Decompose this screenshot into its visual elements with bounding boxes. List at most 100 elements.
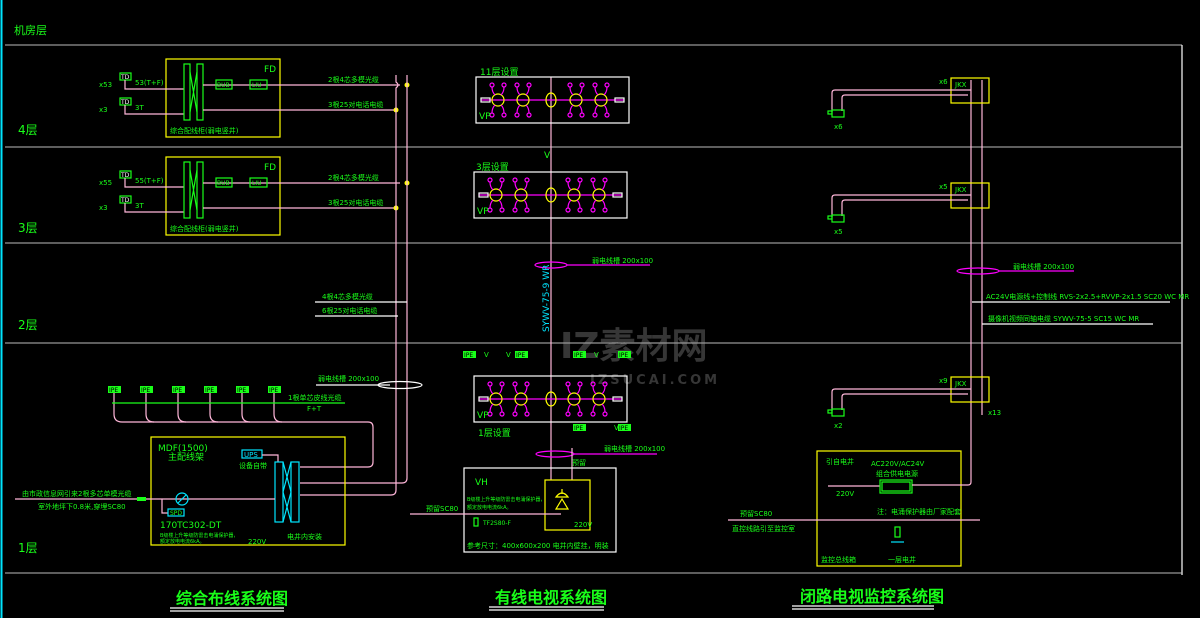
terminator-icon — [614, 97, 625, 103]
ip-trunk-cable — [122, 421, 374, 468]
jkx-label: JKX — [954, 186, 967, 194]
floor-label-3: 3层 — [18, 221, 38, 235]
terminator-icon — [478, 396, 489, 402]
outlet-spec: 55(T+F) — [135, 177, 164, 185]
tap-line — [523, 403, 528, 413]
vp-label: VP — [479, 112, 491, 122]
ip-drop-cable — [113, 393, 123, 423]
camera-cable — [841, 94, 968, 111]
splice-slash — [177, 494, 187, 504]
tap-line — [500, 86, 505, 96]
patch-cross — [189, 71, 198, 113]
outlet-icon — [590, 381, 596, 387]
tap-line — [514, 181, 519, 191]
amplifier-node — [545, 391, 557, 407]
outlet-icon — [567, 112, 573, 118]
outlet-icon — [514, 112, 520, 118]
outlet-icon — [579, 112, 585, 118]
outlet-icon — [602, 411, 608, 417]
tap-line — [491, 86, 496, 96]
tap-line — [603, 104, 608, 114]
camera-cable — [831, 89, 971, 112]
ip-drop-cable — [145, 393, 155, 423]
camera-lens-icon — [827, 215, 833, 220]
outlet-cable — [124, 203, 184, 213]
outlet-icon — [524, 381, 530, 387]
camera-icon — [831, 109, 845, 118]
outlet-icon — [565, 381, 571, 387]
tap-line — [601, 385, 606, 395]
bub-box — [215, 177, 233, 188]
patch-cross — [282, 461, 292, 523]
mdf-box — [150, 436, 346, 546]
catv-reserve-sc80: 预留SC80 — [426, 504, 458, 513]
ip-outlet-icon — [618, 351, 631, 358]
outlet-icon — [514, 82, 520, 88]
catv-size: 参考尺寸：400x600x200 电井内壁挂，明装 — [467, 541, 609, 550]
td-label: TD — [120, 172, 130, 179]
terminator-icon — [478, 192, 489, 198]
camera-icon — [831, 408, 845, 417]
catv-box-f3: VP — [473, 171, 628, 219]
ip-outlet-icon — [515, 351, 528, 358]
tap-line — [489, 385, 494, 395]
mdf-note-1: B级楼上升等级防雷击电涌保护器， — [160, 532, 238, 539]
tap-line — [592, 403, 597, 413]
cctv-note: 注：电涌保护器由厂家配套 — [877, 507, 961, 516]
fiber-label: 2根4芯多模光缆 — [328, 75, 379, 84]
patch-panel — [196, 161, 204, 219]
catv-trunk-label: SYWV-75-9 WR — [542, 265, 552, 332]
shaft-install: 电井内安装 — [287, 532, 322, 541]
outlet-icon — [567, 82, 573, 88]
tray-symbol — [535, 450, 575, 458]
outlet-icon — [489, 112, 495, 118]
floor-label-4: 4层 — [18, 123, 38, 137]
ups-sub: 设备自带 — [239, 461, 267, 470]
camera-cable — [841, 199, 968, 216]
tap-line — [592, 199, 597, 209]
catv-f1-label: 1层设置 — [478, 428, 511, 439]
ip-outlet-icon — [236, 386, 249, 393]
tap-line — [516, 104, 521, 114]
outlet-icon — [512, 411, 518, 417]
tap-line — [601, 403, 606, 413]
camera-lens-icon — [827, 409, 833, 414]
tap-line — [603, 86, 608, 96]
tap-line — [567, 385, 572, 395]
bub-label: BUB — [217, 180, 230, 187]
cctv-video-cable: 摄像机视频同轴电缆 SYWV-75-5 SC15 WC MR — [988, 314, 1139, 323]
tap-line — [523, 181, 528, 191]
tap-line — [576, 181, 581, 191]
ip-outlet-icon — [268, 386, 281, 393]
outlet-icon — [592, 112, 598, 118]
fd-cabinet-label: 综合配线柜(弱电竖井) — [170, 126, 239, 135]
liu-box — [249, 177, 268, 188]
cctv-to-control: 直控线路引至监控室 — [732, 524, 795, 533]
camera-count: x9 — [939, 377, 948, 385]
amplifier-node — [545, 92, 557, 108]
ip-outlet-label: IPE — [205, 387, 214, 394]
cctv-psu-1: AC220V/AC24V — [871, 460, 925, 468]
amplifier-icon — [554, 489, 570, 510]
tap-line — [594, 86, 599, 96]
tap-line — [601, 181, 606, 191]
splitter-icon — [567, 392, 581, 406]
v-label: V — [614, 424, 619, 432]
label-fiber-4: 4根4芯多模光缆 — [322, 292, 373, 301]
tap-line — [592, 385, 597, 395]
incoming-connector — [137, 497, 146, 501]
td-label: TD — [120, 197, 130, 204]
catv-f3-label: 3层设置 — [476, 162, 509, 173]
ip-drop-cable — [241, 393, 251, 423]
outlet-icon — [577, 207, 583, 213]
cctv-reserve-sc80: 预留SC80 — [740, 509, 772, 518]
outlet-icon — [590, 207, 596, 213]
label-phone-6: 6根25对电话电缆 — [322, 306, 377, 315]
outlet-icon — [577, 381, 583, 387]
outlet-icon — [526, 112, 532, 118]
ip-outlet-label: IPE — [464, 352, 473, 359]
outlet-icon — [501, 82, 507, 88]
spd-label: SPD — [170, 510, 182, 517]
